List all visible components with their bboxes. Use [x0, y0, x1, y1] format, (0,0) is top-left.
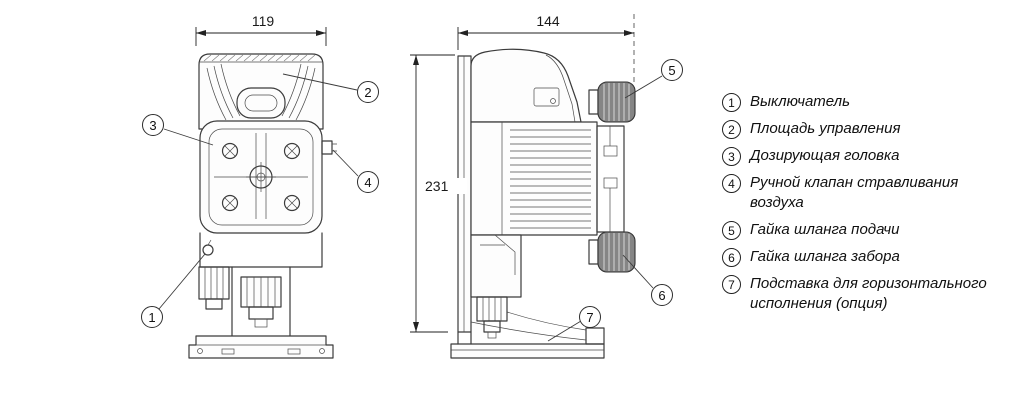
legend-number-2: 2 — [722, 120, 741, 139]
dimension-side-depth-label: 144 — [521, 13, 575, 29]
legend-item-bleed-valve: 4 Ручной клапан стравливания воздуха — [722, 173, 1018, 213]
dimension-height-label: 231 — [423, 178, 467, 194]
legend-label-7: Подставка для горизонтального исполнения… — [750, 275, 987, 312]
callout-7-stand: 7 — [579, 306, 601, 328]
callout-5-supply-nut: 5 — [661, 59, 683, 81]
legend-item-intake-nut: 6 Гайка шланга забора — [722, 247, 1018, 267]
legend-number-6: 6 — [722, 248, 741, 267]
callout-6-intake-nut: 6 — [651, 284, 673, 306]
legend-item-dosing-head: 3 Дозирующая головка — [722, 146, 1018, 166]
callout-leader-lines — [158, 73, 663, 342]
dimension-side-depth-lines — [457, 27, 634, 50]
legend: 1 Выключатель 2 Площадь управления 3 Доз… — [722, 92, 1018, 321]
dimension-front-width-label: 119 — [236, 13, 290, 29]
callout-1-switch: 1 — [141, 306, 163, 328]
legend-label-2: Площадь управления — [750, 120, 901, 137]
legend-number-5: 5 — [722, 221, 741, 240]
legend-number-3: 3 — [722, 147, 741, 166]
callout-2-control-area: 2 — [357, 81, 379, 103]
legend-item-control-area: 2 Площадь управления — [722, 119, 1018, 139]
legend-label-6: Гайка шланга забора — [750, 248, 900, 265]
callout-4-bleed-valve: 4 — [357, 171, 379, 193]
legend-item-stand: 7 Подставка для горизонтального исполнен… — [722, 274, 1018, 314]
legend-label-3: Дозирующая головка — [750, 147, 900, 164]
legend-label-4: Ручной клапан стравливания воздуха — [750, 174, 959, 211]
legend-number-1: 1 — [722, 93, 741, 112]
callout-3-dosing-head: 3 — [142, 114, 164, 136]
legend-number-7: 7 — [722, 275, 741, 294]
legend-label-5: Гайка шланга подачи — [750, 221, 900, 238]
dimension-front-width-lines — [195, 27, 327, 46]
legend-number-4: 4 — [722, 174, 741, 193]
legend-item-supply-nut: 5 Гайка шланга подачи — [722, 220, 1018, 240]
legend-item-switch: 1 Выключатель — [722, 92, 1018, 112]
legend-label-1: Выключатель — [750, 93, 850, 110]
side-view-drawing — [450, 14, 636, 359]
dimension-height-lines — [410, 54, 455, 333]
front-view-drawing — [188, 53, 337, 359]
